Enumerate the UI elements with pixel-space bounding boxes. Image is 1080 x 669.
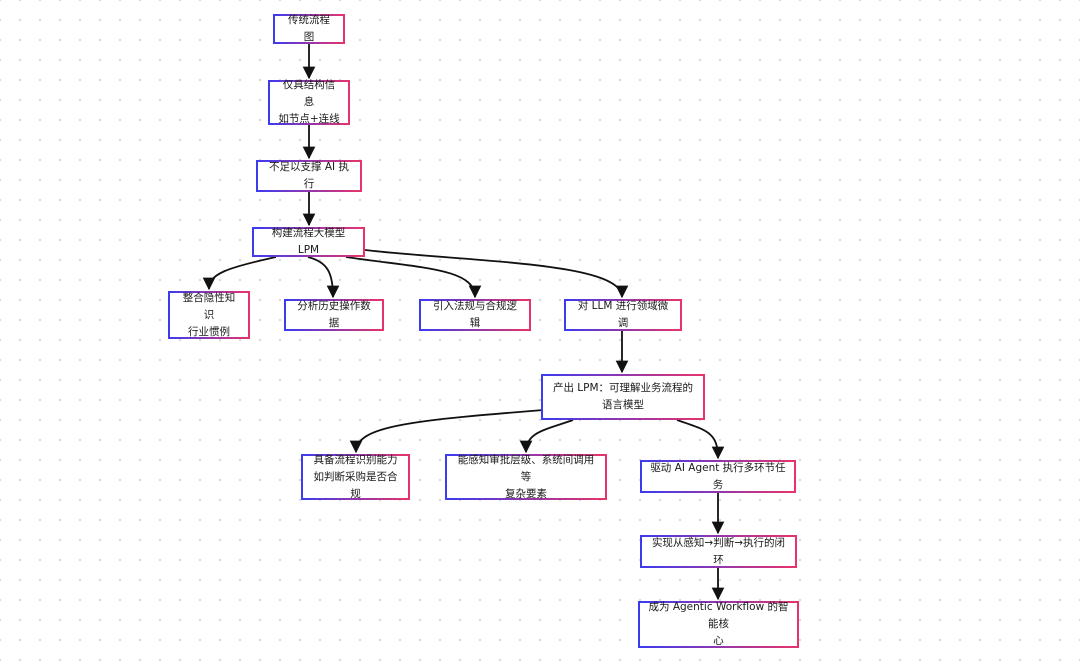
node-label: 具备流程识别能力 如判断采购是否合规 xyxy=(313,453,398,500)
node-perceive-approval: 能感知审批层级、系统间调用等 复杂要素 xyxy=(445,454,607,500)
edge-n4-n5 xyxy=(202,256,277,291)
node-label: 成为 Agentic Workflow 的智能核 心 xyxy=(648,601,789,647)
node-traditional-flowchart: 传统流程图 xyxy=(273,14,345,44)
node-lpm-output: 产出 LPM：可理解业务流程的 语言模型 xyxy=(541,374,705,420)
node-structure-only: 仅具结构信息 如节点+连线 xyxy=(268,79,350,125)
node-closed-loop: 实现从感知→判断→执行的闭环 xyxy=(640,535,797,568)
edge-n4-n8 xyxy=(364,249,629,299)
node-insufficient-for-ai: 不足以支撑 AI 执行 xyxy=(256,160,362,192)
node-agentic-core: 成为 Agentic Workflow 的智能核 心 xyxy=(638,601,799,648)
edge-n4-n6 xyxy=(307,256,340,299)
edge-n4-n7 xyxy=(345,256,482,299)
node-build-lpm: 构建流程大模型 LPM xyxy=(252,227,365,257)
node-label: 能感知审批层级、系统间调用等 复杂要素 xyxy=(457,453,595,500)
node-label: 实现从感知→判断→执行的闭环 xyxy=(651,536,786,566)
node-label: 不足以支撑 AI 执行 xyxy=(269,161,349,190)
node-label: 产出 LPM：可理解业务流程的 语言模型 xyxy=(552,382,694,411)
node-label: 引入法规与合规逻辑 xyxy=(433,300,517,329)
node-llm-finetune: 对 LLM 进行领域微调 xyxy=(564,299,682,331)
node-label: 整合隐性知识 行业惯例 xyxy=(182,291,236,338)
node-label: 对 LLM 进行领域微调 xyxy=(577,300,669,329)
node-process-recognition: 具备流程识别能力 如判断采购是否合规 xyxy=(301,454,410,500)
node-label: 驱动 AI Agent 执行多环节任务 xyxy=(650,461,786,491)
edge-n9-n12 xyxy=(676,419,725,460)
node-label: 构建流程大模型 LPM xyxy=(271,227,346,256)
node-label: 传统流程图 xyxy=(288,14,330,43)
node-label: 分析历史操作数据 xyxy=(297,300,371,329)
edge-n9-n10 xyxy=(349,407,569,454)
node-history-data: 分析历史操作数据 xyxy=(284,299,384,331)
node-label: 仅具结构信息 如节点+连线 xyxy=(278,79,340,125)
node-tacit-knowledge: 整合隐性知识 行业惯例 xyxy=(168,291,250,339)
node-regulation-logic: 引入法规与合规逻辑 xyxy=(419,299,531,331)
edge-n9-n11 xyxy=(519,419,574,454)
node-drive-agent: 驱动 AI Agent 执行多环节任务 xyxy=(640,460,796,493)
